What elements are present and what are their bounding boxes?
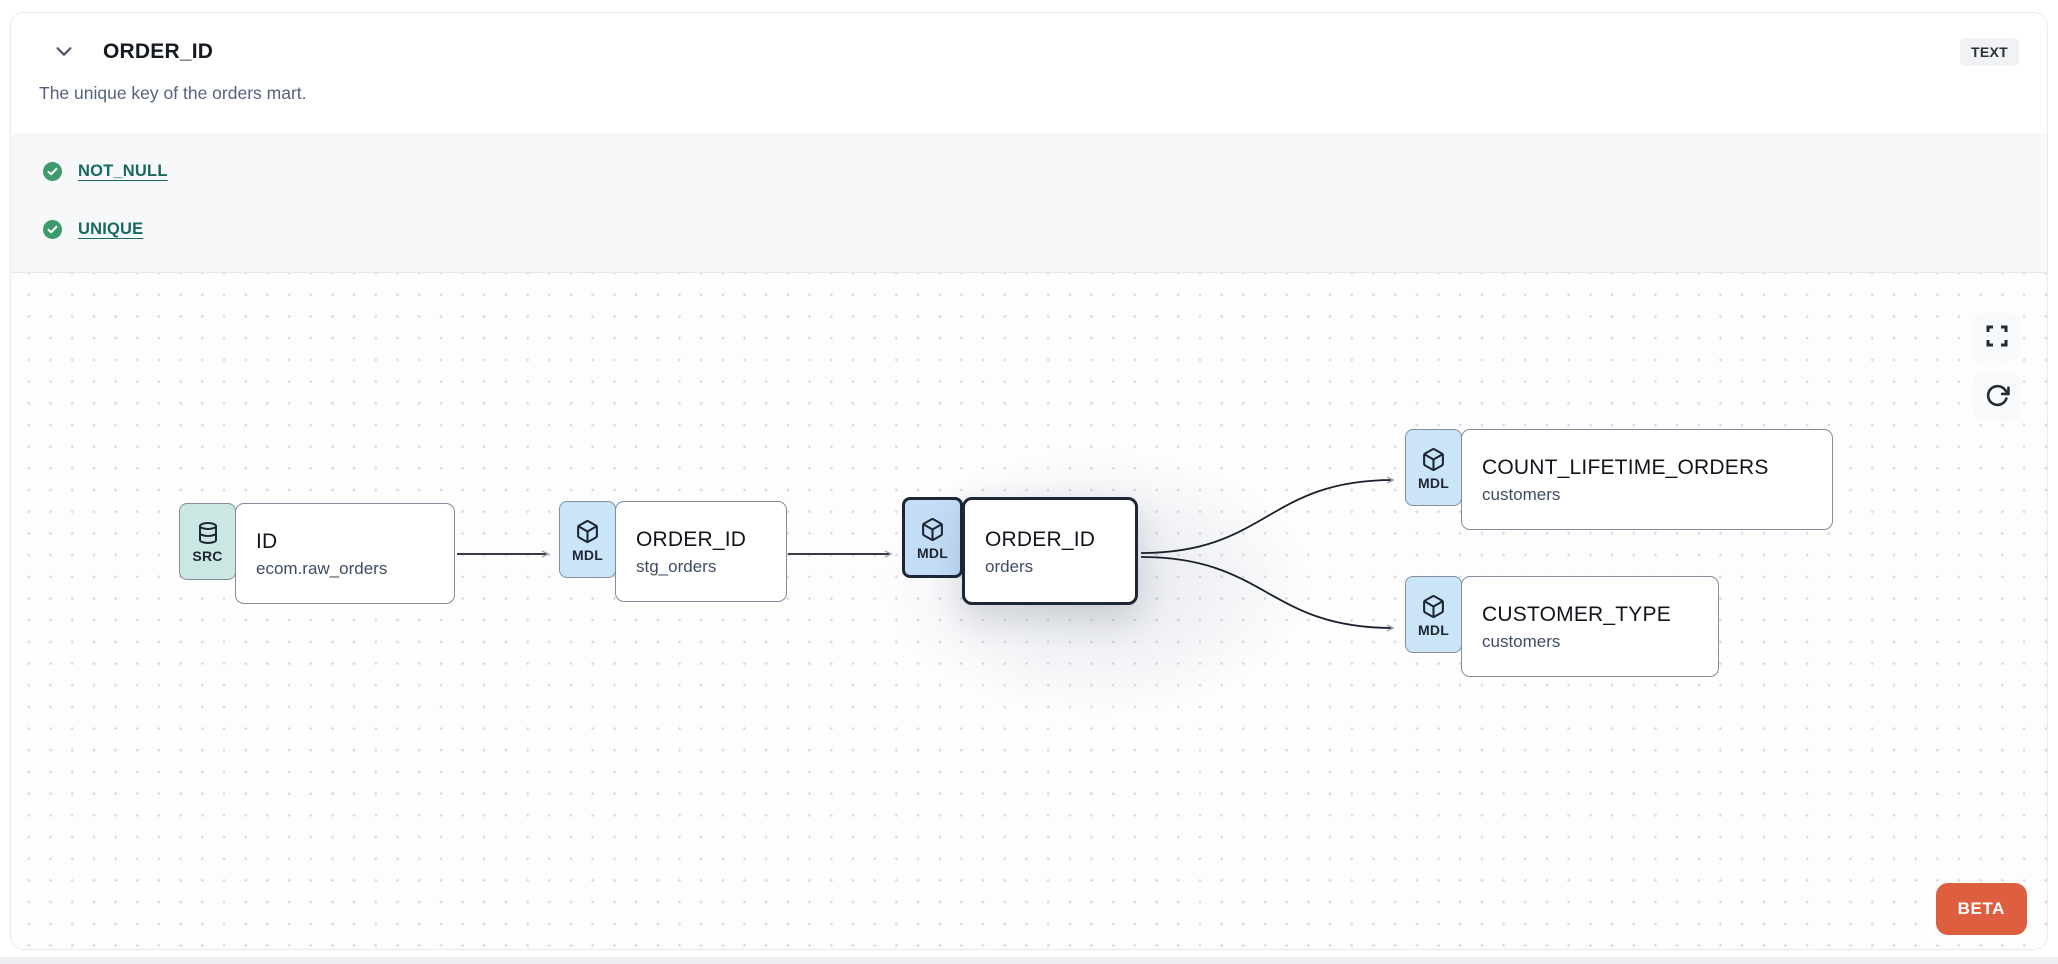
- node-kind-label: MDL: [917, 544, 948, 561]
- column-description: The unique key of the orders mart.: [39, 83, 307, 103]
- node-subtitle: customers: [1482, 632, 1561, 651]
- database-icon: [196, 521, 220, 545]
- node-kind-label: MDL: [1418, 621, 1449, 638]
- node-kind-badge: SRC: [179, 503, 236, 580]
- node-subtitle: ecom.raw_orders: [256, 559, 388, 578]
- node-title: CUSTOMER_TYPE: [1482, 603, 1671, 626]
- beta-button[interactable]: BETA: [1935, 883, 2027, 935]
- column-detail-card: ORDER_ID TEXT The unique key of the orde…: [10, 12, 2048, 950]
- test-link-unique[interactable]: UNIQUE: [78, 220, 144, 238]
- panel-header: ORDER_ID TEXT: [11, 13, 2047, 66]
- page-bottom-strip: [0, 957, 2058, 964]
- node-kind-badge: MDL: [1405, 429, 1462, 506]
- check-circle-icon: [43, 162, 62, 181]
- collapse-toggle-button[interactable]: [53, 41, 75, 63]
- test-row-not-null[interactable]: NOT_NULL: [43, 150, 168, 193]
- lineage-canvas[interactable]: SRC ID ecom.raw_orders MDL ORDER_ID stg_…: [11, 273, 2047, 949]
- refresh-button[interactable]: [1973, 373, 2021, 421]
- node-kind-badge: MDL: [559, 501, 616, 578]
- tests-section: NOT_NULL UNIQUE: [11, 133, 2047, 273]
- node-subtitle: customers: [1482, 485, 1561, 504]
- node-title: ORDER_ID: [636, 528, 747, 551]
- lineage-node-stg-order-id[interactable]: MDL ORDER_ID stg_orders: [559, 501, 787, 602]
- test-row-unique[interactable]: UNIQUE: [43, 208, 143, 251]
- column-title: ORDER_ID: [103, 40, 214, 63]
- refresh-icon: [1985, 383, 2010, 411]
- node-title: ID: [256, 530, 278, 553]
- cube-icon: [575, 519, 600, 544]
- fullscreen-button[interactable]: [1973, 313, 2021, 361]
- cube-icon: [1421, 447, 1446, 472]
- node-title: ORDER_ID: [985, 527, 1096, 551]
- cube-icon: [920, 517, 945, 542]
- column-type-badge: TEXT: [1960, 38, 2019, 66]
- lineage-node-orders-order-id[interactable]: MDL ORDER_ID orders: [902, 497, 1138, 605]
- lineage-node-customer-type[interactable]: MDL CUSTOMER_TYPE customers: [1405, 576, 1719, 677]
- cube-icon: [1421, 594, 1446, 619]
- check-circle-icon: [43, 220, 62, 239]
- lineage-edges: [457, 273, 2048, 950]
- chevron-down-icon: [53, 40, 75, 65]
- test-link-not-null[interactable]: NOT_NULL: [78, 162, 168, 180]
- node-kind-badge: MDL: [1405, 576, 1462, 653]
- node-subtitle: orders: [985, 556, 1034, 576]
- node-subtitle: stg_orders: [636, 557, 717, 576]
- edge-orders-to-ctype: [1140, 556, 1393, 628]
- fullscreen-icon: [1985, 324, 2009, 351]
- node-kind-label: SRC: [192, 548, 223, 564]
- canvas-controls: [1973, 313, 2021, 421]
- lineage-node-count-lifetime-orders[interactable]: MDL COUNT_LIFETIME_ORDERS customers: [1405, 429, 1833, 530]
- node-title: COUNT_LIFETIME_ORDERS: [1482, 456, 1769, 479]
- edge-orders-to-count: [1140, 480, 1393, 554]
- node-kind-label: MDL: [1418, 474, 1449, 491]
- lineage-node-src-id[interactable]: SRC ID ecom.raw_orders: [179, 503, 455, 604]
- node-kind-badge: MDL: [902, 497, 963, 578]
- node-kind-label: MDL: [572, 546, 603, 563]
